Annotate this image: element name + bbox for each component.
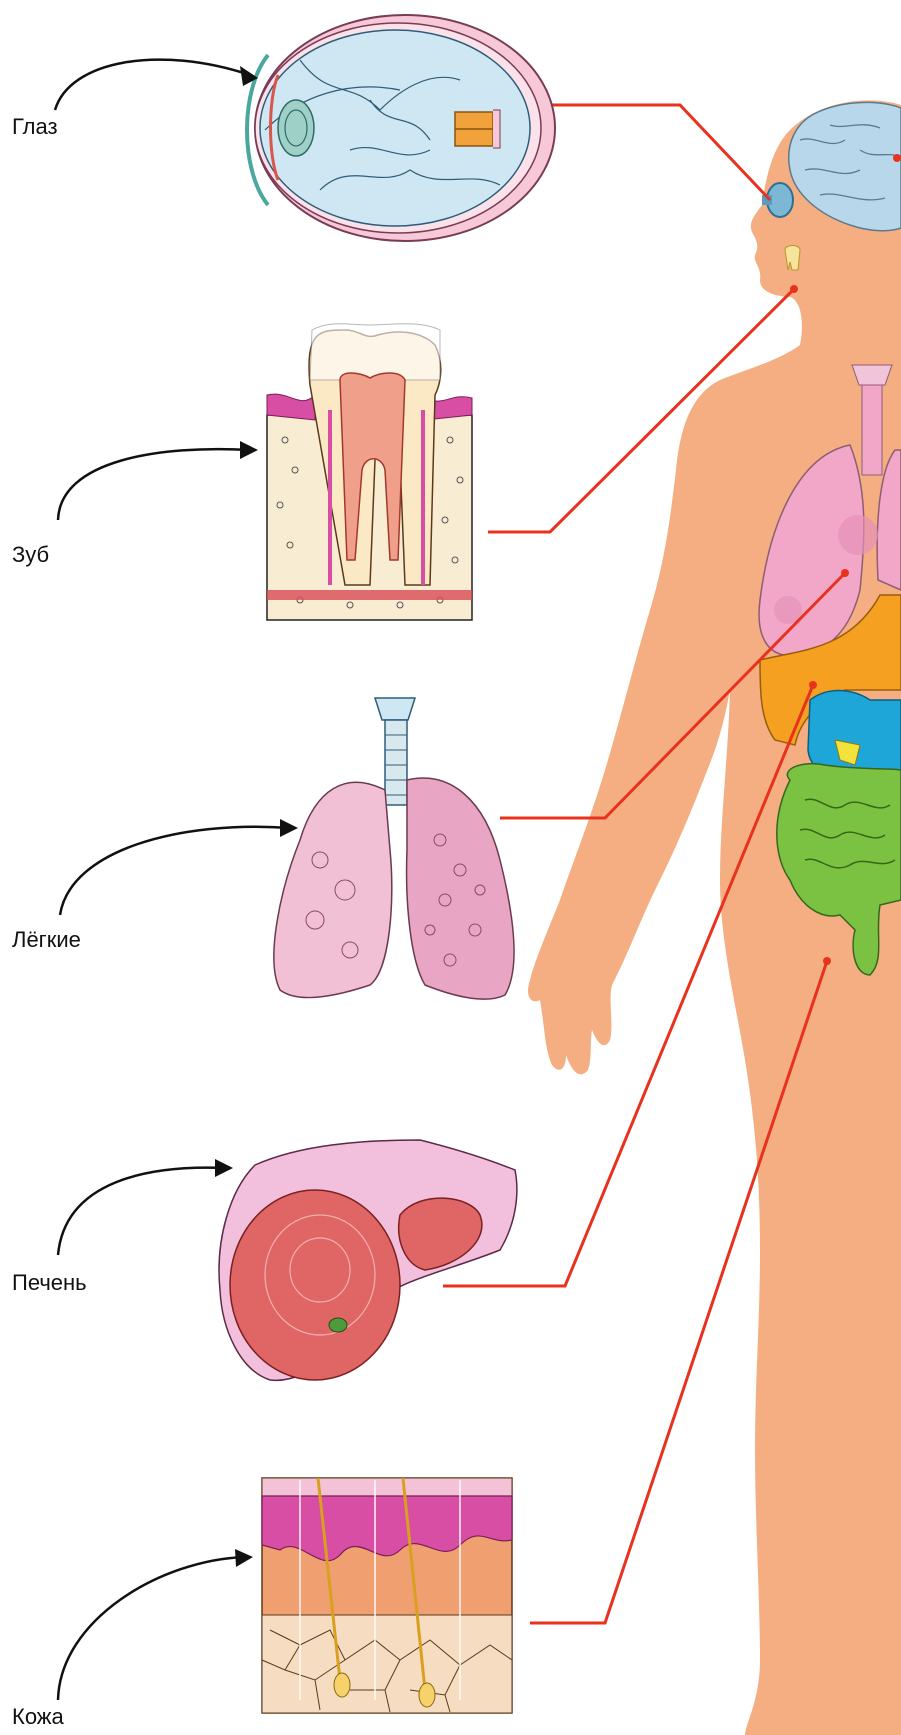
liver-arrowhead (215, 1159, 233, 1177)
face-tooth (785, 246, 800, 271)
skin-illustration (262, 1478, 512, 1713)
lungs-illustration (274, 698, 514, 999)
tooth-label: Зуб (12, 542, 49, 568)
body-stomach (808, 691, 901, 777)
skin-label: Кожа (12, 1704, 64, 1730)
eye-illustration (247, 15, 555, 241)
eye-label: Глаз (12, 114, 58, 140)
label-arrows (55, 60, 290, 1700)
liver-arrow (58, 1168, 225, 1255)
tooth-arrowhead (240, 441, 258, 459)
liver-illustration (219, 1140, 517, 1380)
body-trachea (862, 380, 882, 475)
eye-arrow (55, 60, 250, 110)
skin-arrowhead (235, 1549, 253, 1567)
lungs-label: Лёгкие (12, 927, 81, 953)
tooth-illustration (267, 324, 472, 620)
skin-arrow (58, 1557, 245, 1700)
lungs-arrow (60, 827, 290, 915)
liver-label: Печень (12, 1270, 87, 1296)
tooth-arrow (58, 449, 250, 520)
lungs-arrowhead (280, 819, 298, 837)
